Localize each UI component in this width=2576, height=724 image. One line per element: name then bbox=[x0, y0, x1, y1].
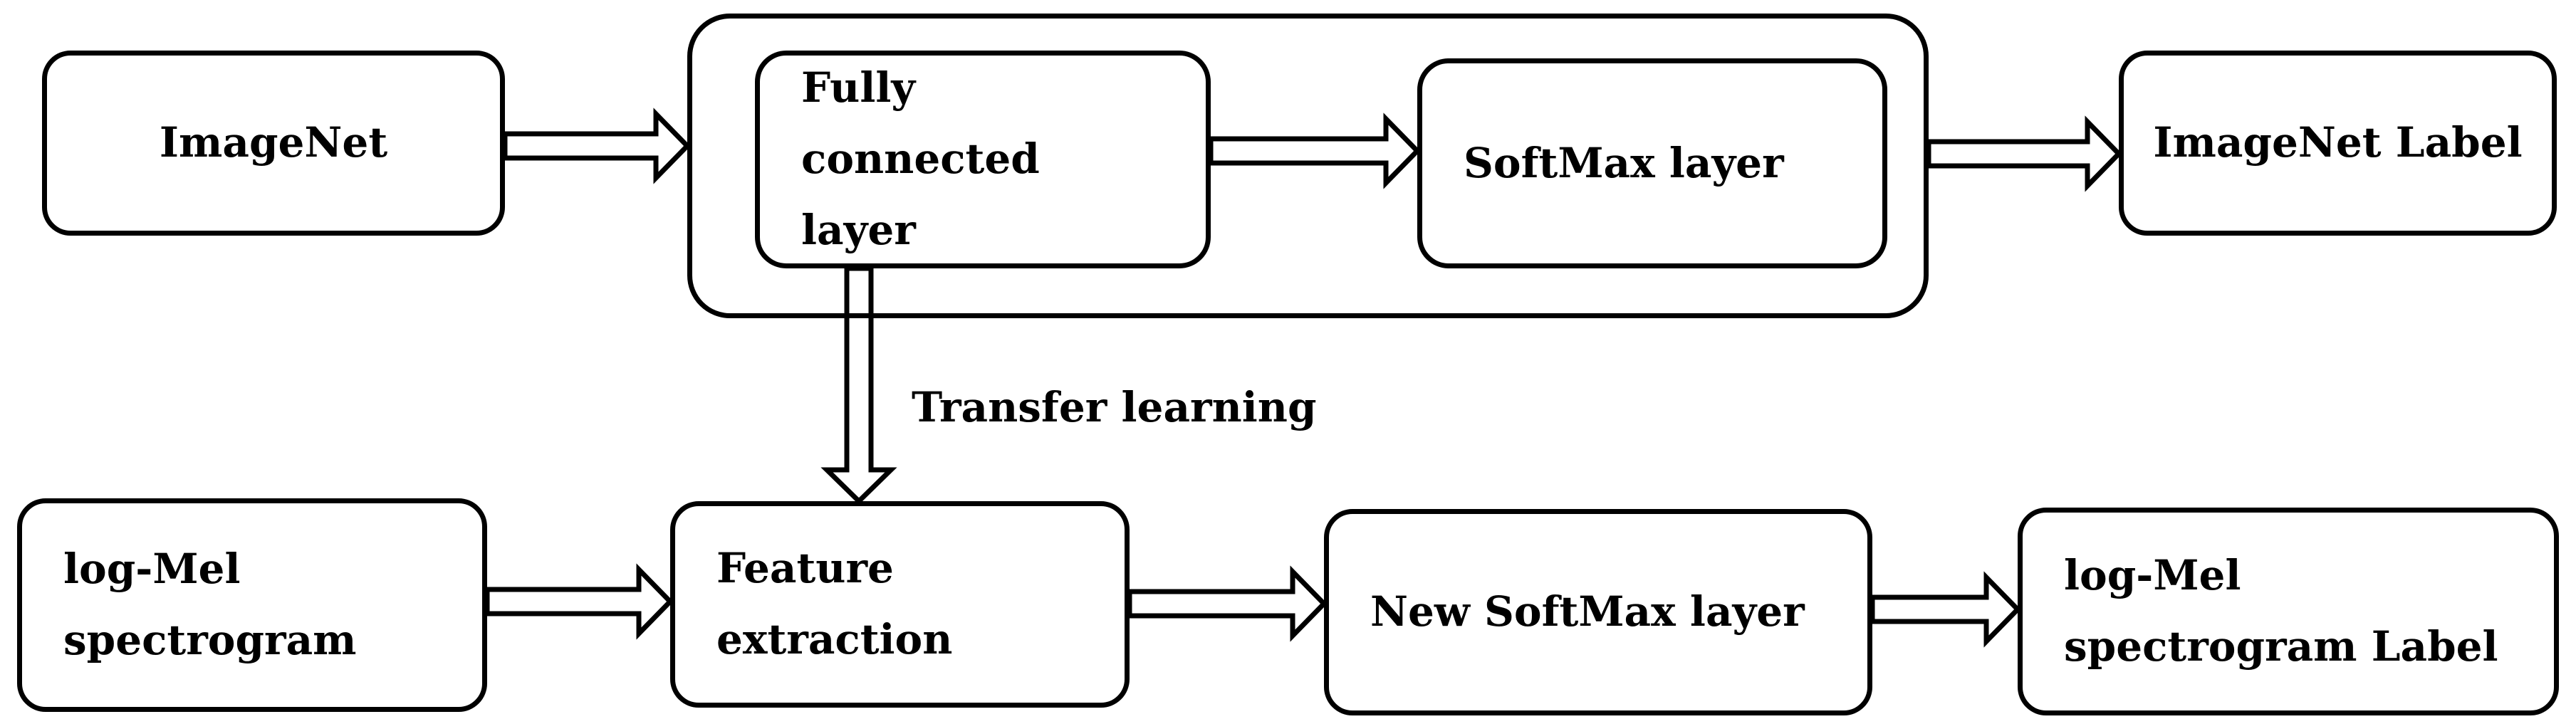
arrow-transfer-learning-down bbox=[820, 266, 897, 505]
arrow-new-softmax-to-logmel-label bbox=[1870, 571, 2021, 648]
node-fully-connected-label-text: Fully connected layer bbox=[801, 63, 1040, 254]
transfer-learning-edge-label: Transfer learning bbox=[912, 383, 1317, 431]
node-log-mel-spectrogram-label-label-text: log-Mel spectrogram Label bbox=[2064, 551, 2498, 671]
node-softmax-label-text: SoftMax layer bbox=[1464, 138, 1784, 187]
node-imagenet: ImageNet bbox=[42, 51, 505, 236]
node-new-softmax: New SoftMax layer bbox=[1324, 509, 1872, 715]
node-imagenet-label-text: ImageNet bbox=[159, 118, 388, 167]
node-feature-extraction-label-text: Feature extraction bbox=[716, 544, 953, 663]
pretrained-network-frame bbox=[687, 14, 1929, 318]
node-new-softmax-label-text: New SoftMax layer bbox=[1370, 587, 1805, 636]
arrow-feature-to-new-softmax bbox=[1127, 565, 1328, 642]
node-softmax: SoftMax layer bbox=[1417, 58, 1887, 268]
node-feature-extraction: Feature extraction bbox=[670, 501, 1130, 708]
node-imagenet-label-label-text: ImageNet Label bbox=[2153, 118, 2523, 167]
arrow-imagenet-to-pretrained bbox=[502, 107, 691, 184]
node-imagenet-label: ImageNet Label bbox=[2119, 51, 2557, 236]
node-log-mel-spectrogram: log-Mel spectrogram bbox=[17, 498, 487, 712]
node-fully-connected: Fully connected layer bbox=[755, 51, 1211, 268]
arrow-pretrained-to-imagenet-label bbox=[1926, 115, 2122, 192]
arrow-logmel-to-feature bbox=[484, 563, 674, 640]
node-log-mel-spectrogram-label: log-Mel spectrogram Label bbox=[2018, 508, 2559, 715]
node-log-mel-spectrogram-label-text: log-Mel spectrogram bbox=[63, 545, 357, 664]
arrow-fc-to-softmax bbox=[1208, 112, 1421, 189]
